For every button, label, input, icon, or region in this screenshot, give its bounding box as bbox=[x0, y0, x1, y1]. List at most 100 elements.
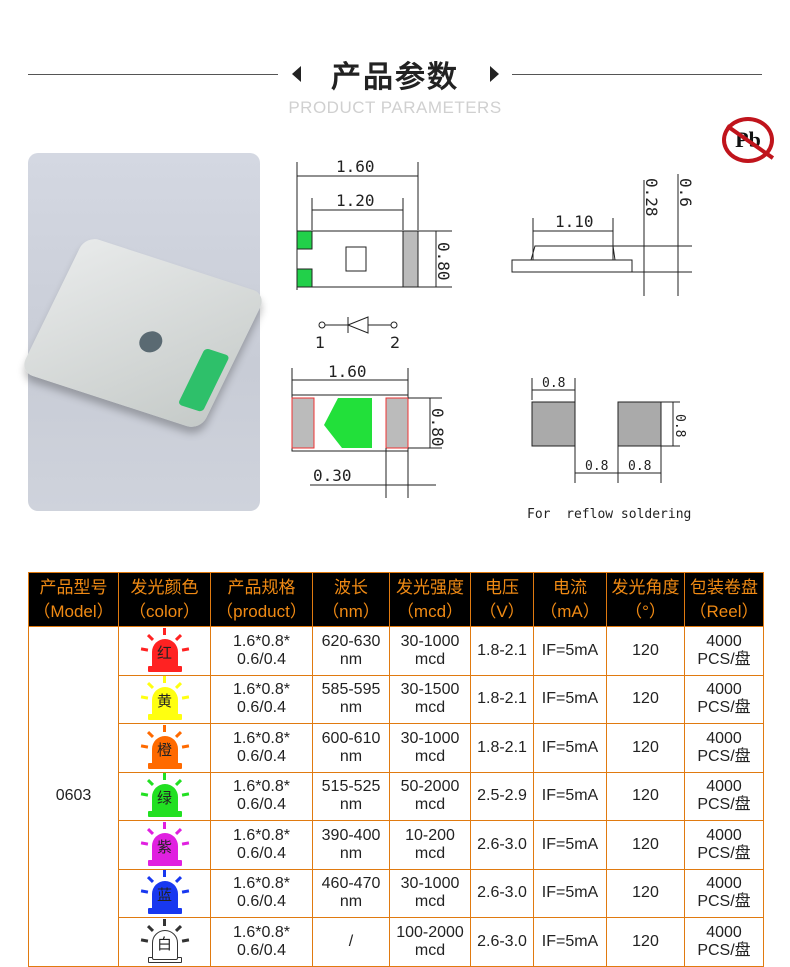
color-cell: 紫 bbox=[118, 820, 211, 870]
intensity-line2: mcd bbox=[414, 699, 446, 717]
color-cell: 红 bbox=[118, 626, 211, 676]
led-bulb-icon: 橙 bbox=[140, 724, 190, 771]
intensity-line1: 10-200 bbox=[405, 826, 455, 844]
dim-pad-width-2: 0.8 bbox=[628, 459, 651, 474]
header-cn: 电流 bbox=[553, 577, 587, 597]
dim-top-width: 1.60 bbox=[336, 157, 375, 176]
spec-line2: 0.6/0.4 bbox=[237, 893, 286, 911]
header-en: （mA） bbox=[540, 601, 600, 621]
column-header: 产品规格 （product） bbox=[210, 572, 313, 627]
dim-bottom-width: 1.60 bbox=[328, 362, 367, 381]
current-cell: IF=5mA bbox=[533, 723, 607, 773]
intensity-line2: mcd bbox=[414, 941, 446, 959]
color-cell: 橙 bbox=[118, 723, 211, 773]
voltage-cell: 2.6-3.0 bbox=[470, 917, 534, 967]
current-cell: IF=5mA bbox=[533, 626, 607, 676]
pin-2-label: 2 bbox=[390, 333, 400, 352]
spec-cell: 1.6*0.8*0.6/0.4 bbox=[210, 723, 313, 773]
intensity-line2: mcd bbox=[414, 650, 446, 668]
current-cell: IF=5mA bbox=[533, 771, 607, 821]
color-label: 白 bbox=[151, 929, 178, 960]
column-header: 包装卷盘 （Reel） bbox=[684, 572, 764, 627]
color-label: 绿 bbox=[151, 784, 178, 815]
wavelength-line1: 600-610 bbox=[321, 729, 381, 747]
voltage-cell: 2.6-3.0 bbox=[470, 868, 534, 918]
angle-cell: 120 bbox=[606, 868, 685, 918]
voltage-cell: 2.6-3.0 bbox=[470, 820, 534, 870]
header-en: （product） bbox=[216, 601, 307, 621]
voltage-cell: 1.8-2.1 bbox=[470, 723, 534, 773]
reel-line2: PCS/盘 bbox=[697, 747, 751, 765]
reel-line1: 4000 bbox=[706, 923, 742, 941]
wavelength-line1: 460-470 bbox=[321, 875, 381, 893]
color-label: 橙 bbox=[151, 735, 178, 766]
wavelength-line2: nm bbox=[339, 844, 363, 862]
header-en: （nm） bbox=[322, 601, 380, 621]
reflow-note: For reflow soldering bbox=[527, 507, 691, 522]
parameters-table: 产品型号（Model）发光颜色（color）产品规格（product）波长（nm… bbox=[28, 572, 764, 967]
spec-cell: 1.6*0.8*0.6/0.4 bbox=[210, 917, 313, 967]
header-en: （V） bbox=[479, 601, 525, 621]
intensity-line1: 30-1000 bbox=[400, 632, 460, 650]
color-label: 紫 bbox=[151, 832, 178, 863]
table-header-row: 产品型号（Model）发光颜色（color）产品规格（product）波长（nm… bbox=[28, 572, 764, 627]
color-label: 蓝 bbox=[151, 881, 178, 912]
header-cn: 产品规格 bbox=[227, 577, 296, 597]
color-label: 红 bbox=[151, 638, 178, 669]
led-bulb-icon: 绿 bbox=[140, 773, 190, 819]
current-cell: IF=5mA bbox=[533, 917, 607, 967]
wavelength-line1: 620-630 bbox=[321, 632, 381, 650]
angle-cell: 120 bbox=[606, 917, 685, 967]
spec-line1: 1.6*0.8* bbox=[233, 778, 290, 796]
header-cn: 包装卷盘 bbox=[690, 577, 758, 597]
header-cn: 波长 bbox=[334, 577, 368, 597]
led-chip-image bbox=[19, 235, 267, 431]
header-cn: 电压 bbox=[485, 577, 519, 597]
reel-line2: PCS/盘 bbox=[697, 844, 751, 862]
spec-cell: 1.6*0.8*0.6/0.4 bbox=[210, 868, 313, 918]
reel-line1: 4000 bbox=[706, 875, 742, 893]
spec-line2: 0.6/0.4 bbox=[237, 747, 286, 765]
wavelength-line1: / bbox=[348, 932, 354, 950]
dimension-drawing: 1.60 1.20 0.80 1.10 0.28 0.6 1 2 1.60 0.… bbox=[291, 157, 695, 522]
column-header: 电压 （V） bbox=[470, 572, 534, 627]
page-subtitle: PRODUCT PARAMETERS bbox=[288, 98, 502, 117]
dim-inner-width: 1.20 bbox=[336, 191, 375, 210]
color-cell: 绿 bbox=[118, 771, 211, 821]
color-cell: 黄 bbox=[118, 674, 211, 724]
dim-side-width: 1.10 bbox=[555, 212, 594, 231]
header-en: （color） bbox=[129, 601, 200, 621]
voltage-cell: 2.5-2.9 bbox=[470, 771, 534, 821]
angle-cell: 120 bbox=[606, 723, 685, 773]
spec-line2: 0.6/0.4 bbox=[237, 796, 286, 814]
intensity-line1: 50-2000 bbox=[400, 778, 460, 796]
spec-line1: 1.6*0.8* bbox=[233, 729, 290, 747]
intensity-line2: mcd bbox=[414, 796, 446, 814]
spec-line1: 1.6*0.8* bbox=[233, 923, 290, 941]
dim-height: 0.80 bbox=[434, 242, 453, 281]
reel-line1: 4000 bbox=[706, 729, 742, 747]
intensity-line2: mcd bbox=[414, 893, 446, 911]
wavelength-line2: nm bbox=[339, 747, 363, 765]
model-cell: 0603 bbox=[28, 626, 119, 967]
header-en: （Reel） bbox=[689, 601, 759, 621]
column-header: 产品型号（Model） bbox=[28, 572, 119, 627]
reel-line1: 4000 bbox=[706, 826, 742, 844]
column-header: 电流 （mA） bbox=[533, 572, 607, 627]
intensity-line1: 30-1500 bbox=[400, 681, 460, 699]
spec-cell: 1.6*0.8*0.6/0.4 bbox=[210, 820, 313, 870]
